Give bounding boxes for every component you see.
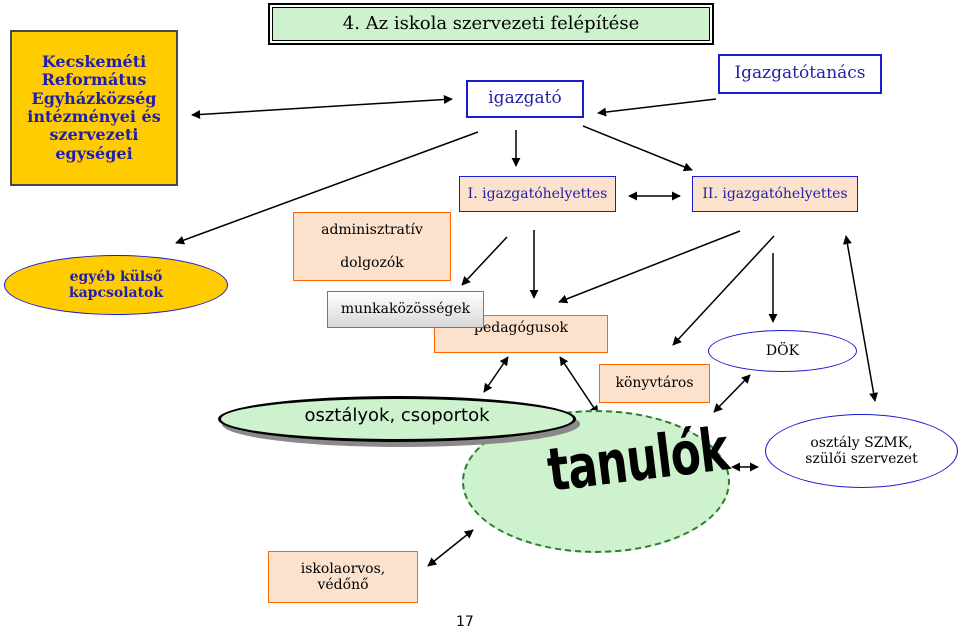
adminisztrativ-label: adminisztratív (321, 221, 423, 238)
arrow-igazgato-helyettes2 (582, 125, 693, 172)
page-number: 17 (456, 614, 474, 630)
dok-label: DÖK (765, 342, 800, 359)
egyeb-line: egyéb külső (69, 268, 163, 285)
osztalyok-label: osztályok, csoportok (304, 405, 490, 426)
node-kecskemet: Kecskeméti Református Egyházközség intéz… (10, 30, 178, 186)
node-pedagogusok: pedagógusok (434, 315, 608, 353)
arrow-helyettes1-admin (461, 236, 508, 286)
igazgato-label: igazgató (488, 88, 562, 109)
szmk-text: osztály SZMK, szülői szervezet (805, 435, 917, 467)
arrow-helyettes2-konyvtaros (672, 235, 775, 346)
kecskemet-text: Kecskeméti Református Egyházközség intéz… (27, 51, 161, 163)
pedagogusok-label: pedagógusok (473, 320, 569, 336)
igazgatotanacs-label: Igazgatótanács (734, 63, 866, 84)
node-szmk-szuloi-szervezet: osztály SZMK, szülői szervezet (765, 414, 958, 488)
szmk-line: osztály SZMK, (810, 434, 913, 451)
title-text: 4. Az iskola szervezeti felépítése (342, 12, 640, 34)
helyettes-1-label: I. igazgatóhelyettes (467, 185, 608, 202)
node-egyeb-kulso-kapcsolatok: egyéb külső kapcsolatok (4, 255, 228, 315)
node-munkakozossegek: munkaközösségek (327, 291, 484, 328)
diagram-title: 4. Az iskola szervezeti felépítése (268, 3, 714, 45)
node-adminisztrativ-dolgozok: adminisztratív dolgozók (293, 212, 451, 281)
node-konyvtaros: könyvtáros (599, 364, 710, 403)
arrow-helyettes2-szmk (842, 235, 879, 402)
arrow-dok-tanulok (713, 374, 751, 413)
dolgozok-label: dolgozók (340, 255, 404, 272)
helyettes-2-label: II. igazgatóhelyettes (702, 185, 848, 202)
szmk-line: szülői szervezet (805, 451, 918, 467)
egyeb-text: egyéb külső kapcsolatok (69, 269, 163, 301)
node-igazgato: igazgató (466, 80, 584, 118)
kecskemet-line: egységei (55, 143, 133, 163)
egyeb-line: kapcsolatok (68, 285, 164, 301)
kecskemet-line: Református (41, 70, 147, 90)
arrow-iskolaorvos-tanulok (427, 529, 474, 567)
arrow-pedagogusok-osztalyok (483, 356, 509, 393)
node-dok: DÖK (708, 330, 857, 372)
arrow-kecskemet-igazgato (191, 95, 453, 119)
node-iskolaorvos-vedono: iskolaorvos, védőnő (268, 551, 418, 603)
kecskemet-line: Egyházközség (31, 88, 157, 108)
vedono-line: védőnő (317, 577, 369, 593)
node-helyettes-1: I. igazgatóhelyettes (459, 176, 616, 212)
node-helyettes-2: II. igazgatóhelyettes (692, 176, 858, 212)
arrow-pedagogusok-tanulok (559, 356, 599, 415)
arrow-tanacs-igazgato (597, 98, 717, 117)
arrow-helyettes2-munkakozossegek (558, 230, 741, 304)
konyvtaros-label: könyvtáros (615, 375, 694, 392)
node-igazgatotanacs: Igazgatótanács (718, 54, 882, 94)
kecskemet-line: Kecskeméti (41, 51, 147, 71)
munkakozossegek-label: munkaközösségek (340, 301, 471, 318)
node-osztalyok-csoportok: osztályok, csoportok (218, 396, 576, 442)
kecskemet-line: intézményei és (27, 107, 161, 126)
iskolaorvos-line: iskolaorvos, (300, 560, 386, 577)
kecskemet-line: szervezeti (49, 125, 139, 145)
